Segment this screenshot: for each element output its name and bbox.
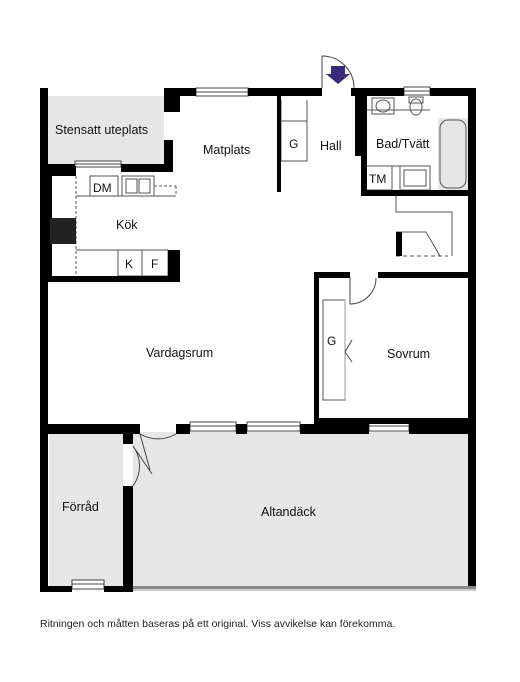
floor-plan: Stensatt uteplats Matplats Hall Bad/Tvät… xyxy=(40,55,476,592)
room-label-vardagsrum: Vardagsrum xyxy=(146,346,213,360)
altan-door xyxy=(139,433,177,471)
room-label-matplats: Matplats xyxy=(203,143,250,157)
forrad-area xyxy=(49,434,123,588)
bathtub-area xyxy=(438,118,468,190)
fixture-label-tm: TM xyxy=(369,172,386,186)
room-label-forrad: Förråd xyxy=(62,500,99,514)
room-label-sovrum: Sovrum xyxy=(387,347,430,361)
room-labels: Stensatt uteplats Matplats Hall Bad/Tvät… xyxy=(55,123,430,519)
bathtub xyxy=(439,119,467,189)
room-label-bad-tvatt: Bad/Tvätt xyxy=(376,137,430,151)
fixture-label-k: K xyxy=(125,257,133,271)
doors xyxy=(132,55,377,487)
altandack-area xyxy=(133,432,476,588)
outdoor-areas xyxy=(48,96,476,588)
dm-box xyxy=(89,175,119,197)
fixture-label-g-hall: G xyxy=(289,137,298,151)
fixture-labels: DM K F G G TM xyxy=(93,137,386,348)
stensatt-uteplats-area xyxy=(48,96,164,164)
washbasin xyxy=(371,97,395,115)
room-label-stensatt-uteplats: Stensatt uteplats xyxy=(55,123,148,137)
entrance-arrow-icon xyxy=(326,66,350,84)
sovrum-wardrobe xyxy=(322,299,346,401)
room-label-hall: Hall xyxy=(320,139,342,153)
entrance-door xyxy=(321,55,355,89)
fixture-label-g-sovrum: G xyxy=(327,334,336,348)
forrad-door xyxy=(132,445,153,487)
room-label-kok: Kök xyxy=(116,218,138,232)
fixture-label-dm: DM xyxy=(93,181,112,195)
sovrum-door xyxy=(349,277,377,305)
toilet xyxy=(409,98,423,116)
walls xyxy=(40,88,476,592)
disclaimer-text: Ritningen och måtten baseras på ett orig… xyxy=(40,618,396,630)
stove xyxy=(50,218,76,244)
fixture-label-f: F xyxy=(151,257,158,271)
room-label-altandack: Altandäck xyxy=(261,505,317,519)
